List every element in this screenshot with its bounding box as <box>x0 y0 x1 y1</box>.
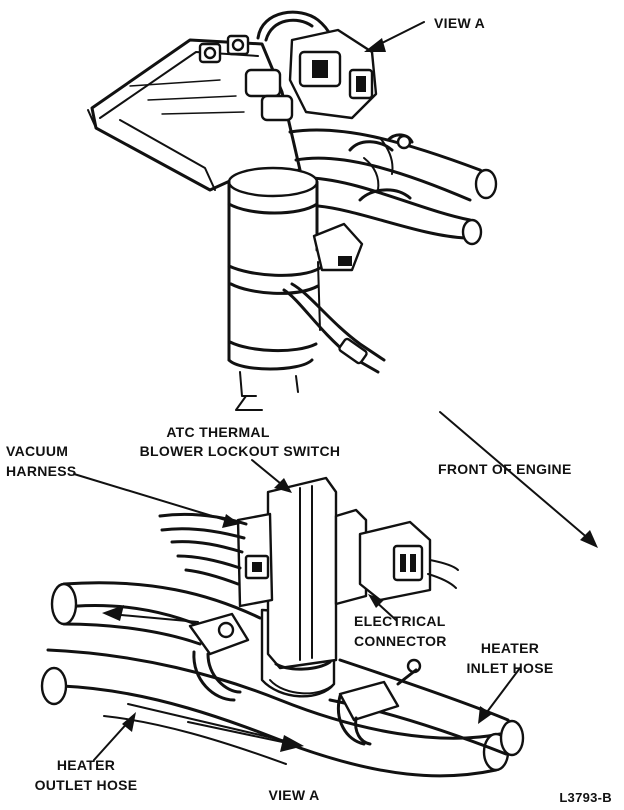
view-a-bottom-label: VIEW A <box>268 787 319 803</box>
leader-lines <box>73 21 598 761</box>
figure-code-label: L3793-B <box>559 790 612 805</box>
view-a-detail-illustration <box>40 476 525 778</box>
engine-overview-illustration <box>87 10 498 411</box>
electrical-connector <box>358 520 459 602</box>
electrical-connector-label-line1: ELECTRICAL <box>354 613 446 629</box>
heater-outlet-hose <box>40 603 510 778</box>
heater-inlet-hose <box>50 581 525 757</box>
view-a-top-label: VIEW A <box>434 15 485 31</box>
front-of-engine-label: FRONT OF ENGINE <box>438 461 572 477</box>
vacuum-harness-tubes <box>158 512 248 586</box>
vacuum-harness-label-line2: HARNESS <box>6 463 77 479</box>
hose-clamps <box>188 612 422 746</box>
vacuum-harness-label-line1: VACUUM <box>6 443 68 459</box>
atc-thermal-label-line2: BLOWER LOCKOUT SWITCH <box>140 443 341 459</box>
top-fittings <box>198 10 333 122</box>
upper-heater-hoses <box>288 128 498 246</box>
atc-thermal-label-line1: ATC THERMAL <box>166 424 270 440</box>
canister <box>227 166 322 411</box>
heater-inlet-label-line2: INLET HOSE <box>466 660 553 676</box>
heater-outlet-label-line1: HEATER <box>57 757 115 773</box>
electrical-connector-label-line2: CONNECTOR <box>354 633 447 649</box>
sensor-and-tube <box>282 188 412 374</box>
atc-thermal-switch <box>236 476 368 698</box>
thermal-switch-top-view <box>288 28 378 120</box>
heater-outlet-label-line2: OUTLET HOSE <box>35 777 138 793</box>
flow-arrows <box>102 605 304 752</box>
heater-inlet-label-line1: HEATER <box>481 640 539 656</box>
